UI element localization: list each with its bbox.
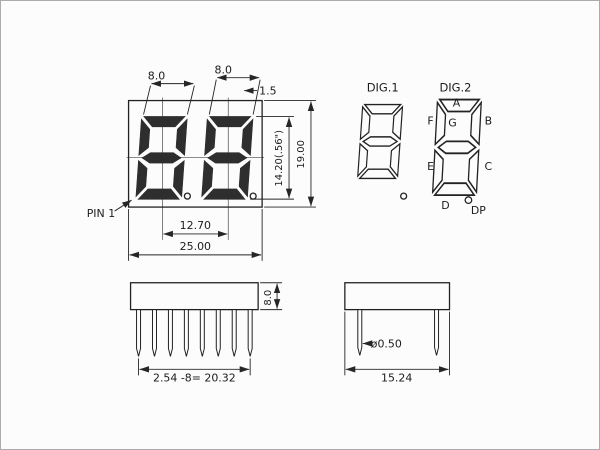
dim-body-depth: 15.24 bbox=[344, 311, 450, 384]
digit1-decimal-point bbox=[183, 192, 192, 200]
dig1-decimal-point bbox=[400, 192, 408, 200]
segment-label-dp: DP bbox=[471, 204, 486, 217]
segment-label-f: F bbox=[427, 114, 433, 127]
pin bbox=[215, 309, 221, 357]
segment-labels: A F G B E C D DP bbox=[427, 97, 492, 218]
pin bbox=[434, 309, 440, 356]
digit1-segments bbox=[135, 115, 189, 200]
pin bbox=[151, 309, 157, 357]
segment-label-d: D bbox=[441, 199, 449, 212]
dim-digit2-width: 8.0 bbox=[208, 64, 261, 115]
pin-row bbox=[136, 309, 253, 357]
pin1-label: PIN 1 bbox=[87, 207, 115, 220]
dig1-title: DIG.1 bbox=[367, 81, 399, 95]
digit2-decimal-point bbox=[249, 192, 257, 200]
pin1-callout: PIN 1 bbox=[87, 199, 132, 220]
pin bbox=[199, 309, 205, 357]
side-body-outline bbox=[129, 282, 259, 311]
dim-body-depth-label: 15.24 bbox=[381, 371, 412, 384]
package-outline bbox=[127, 99, 263, 208]
dim-package-height-label: 19.00 bbox=[296, 140, 307, 168]
dim-package-height: 19.00 bbox=[264, 100, 316, 208]
segment-label-b: B bbox=[485, 114, 493, 127]
end-view: ø0.50 15.24 bbox=[344, 282, 451, 384]
front-view: 8.0 8.0 1.5 14.20(.56") 19.00 bbox=[87, 64, 316, 261]
pin bbox=[136, 309, 142, 357]
dim-package-width: 25.00 bbox=[128, 209, 263, 261]
dim-body-height: 8.0 bbox=[260, 282, 283, 311]
dig2-title: DIG.2 bbox=[439, 81, 471, 95]
end-body-outline bbox=[344, 282, 451, 311]
pin bbox=[183, 309, 189, 357]
dig1-segments bbox=[356, 103, 404, 180]
dim-digit2-width-label: 8.0 bbox=[215, 64, 232, 77]
pin bbox=[231, 309, 237, 357]
segment-label-e: E bbox=[427, 160, 434, 173]
dim-body-height-label: 8.0 bbox=[263, 290, 274, 306]
dim-digit-offset-label: 1.5 bbox=[259, 85, 276, 98]
pin bbox=[357, 309, 363, 356]
dim-pin-pitch: 2.54 -8= 20.32 bbox=[138, 358, 251, 384]
pin bbox=[247, 309, 253, 357]
end-pins bbox=[357, 309, 440, 356]
dim-digit-offset: 1.5 bbox=[243, 85, 277, 98]
dim-digit-pitch-label: 12.70 bbox=[180, 219, 211, 232]
digit2-segments bbox=[200, 115, 254, 200]
segment-diagram: DIG.1 DIG.2 A F G B E C D DP bbox=[356, 81, 493, 218]
dim-digit1-width-label: 8.0 bbox=[148, 70, 165, 83]
dim-digit-height: 14.20(.56") bbox=[250, 116, 295, 200]
pin bbox=[167, 309, 173, 357]
dim-digit-pitch: 12.70 bbox=[163, 219, 228, 238]
side-view: 8.0 2.54 -8= 20.32 bbox=[129, 282, 283, 384]
dim-pin-pitch-label: 2.54 -8= 20.32 bbox=[153, 371, 236, 384]
segment-label-c: C bbox=[485, 160, 493, 173]
dim-pin-diameter-label: ø0.50 bbox=[371, 337, 402, 350]
dim-package-width-label: 25.00 bbox=[180, 240, 211, 253]
dim-digit1-width: 8.0 bbox=[143, 70, 195, 115]
dim-digit-height-label: 14.20(.56") bbox=[274, 130, 285, 187]
dim-pin-diameter: ø0.50 bbox=[362, 337, 402, 350]
segment-label-g: G bbox=[448, 116, 456, 129]
segment-label-a: A bbox=[453, 97, 461, 110]
dig2-segments bbox=[431, 98, 483, 197]
dig2-decimal-point bbox=[464, 196, 473, 205]
